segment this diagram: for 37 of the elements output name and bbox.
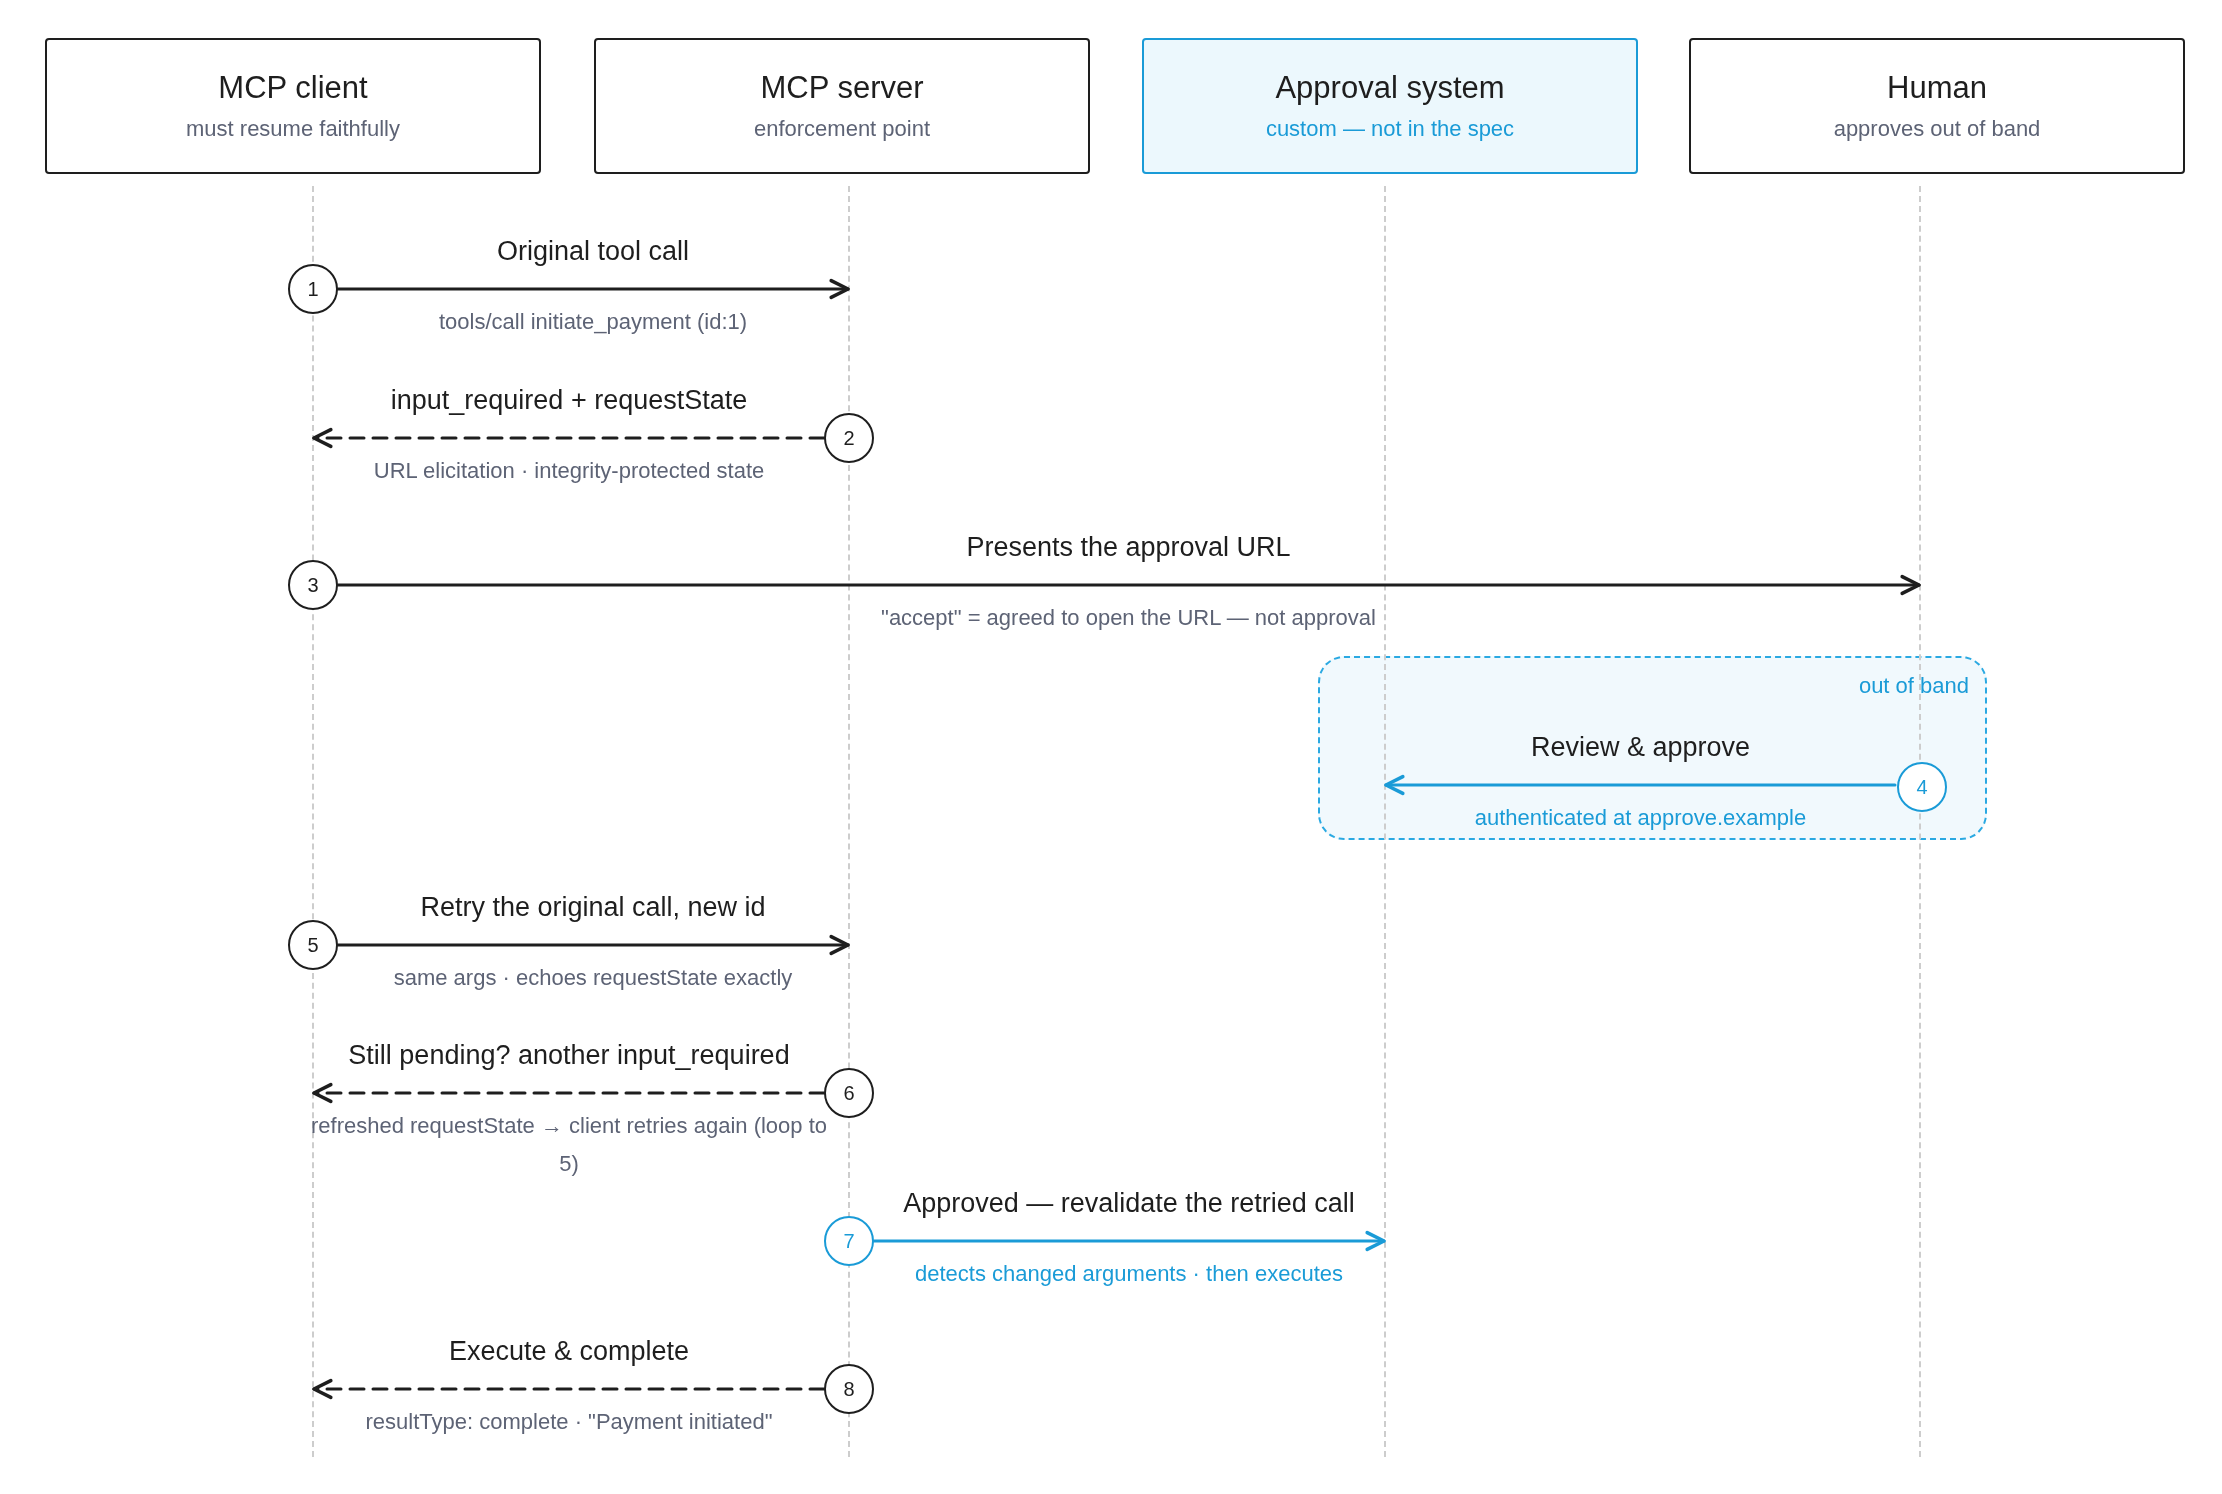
participant-box bbox=[1689, 38, 2185, 174]
message-label: Review & approve bbox=[1530, 731, 1751, 763]
message-label: Approved — revalidate the retried call bbox=[903, 1187, 1355, 1219]
message-note: authenticated at approve.example bbox=[1474, 804, 1807, 832]
participant-box bbox=[1142, 38, 1638, 174]
message-label: Retry the original call, new id bbox=[420, 891, 766, 923]
arrow bbox=[872, 1230, 1386, 1252]
dashed-arrow bbox=[312, 427, 826, 449]
message-note: same args · echoes requestState exactly bbox=[393, 964, 793, 992]
dashed-arrow bbox=[312, 1378, 826, 1400]
arrow bbox=[1384, 774, 1897, 796]
group-label: out of band bbox=[1858, 672, 1969, 700]
participant-note: must resume faithfully bbox=[186, 115, 400, 143]
message-note: URL elicitation · integrity-protected state bbox=[373, 457, 765, 485]
message-label: input_required + requestState bbox=[390, 384, 748, 416]
message-label: Still pending? another input_required bbox=[348, 1039, 790, 1071]
participant-note: custom — not in the spec bbox=[1265, 115, 1515, 143]
participant-name: MCP server bbox=[760, 69, 924, 107]
participant-box bbox=[45, 38, 541, 174]
participant-name: Human bbox=[1887, 69, 1987, 107]
message-note: detects changed arguments · then executes bbox=[915, 1260, 1343, 1288]
group-box bbox=[1318, 656, 1987, 840]
dashed-arrow bbox=[312, 1082, 826, 1104]
arrow bbox=[336, 278, 850, 300]
message-label: Presents the approval URL bbox=[966, 531, 1291, 563]
message-label: Original tool call bbox=[496, 235, 690, 267]
participant-name: MCP client bbox=[218, 69, 368, 107]
arrow bbox=[336, 574, 1921, 596]
participant-note: approves out of band bbox=[1833, 115, 2041, 143]
participant-note: enforcement point bbox=[753, 115, 931, 143]
participant-box bbox=[594, 38, 1090, 174]
message-note: tools/call initiate_payment (id:1) bbox=[438, 308, 748, 336]
arrow bbox=[336, 934, 850, 956]
message-note: "accept" = agreed to open the URL — not approval bbox=[881, 604, 1376, 632]
message-note: resultType: complete · "Payment initiated" bbox=[365, 1408, 773, 1436]
message-label: Execute & complete bbox=[448, 1335, 690, 1367]
participant-name: Approval system bbox=[1275, 69, 1505, 107]
